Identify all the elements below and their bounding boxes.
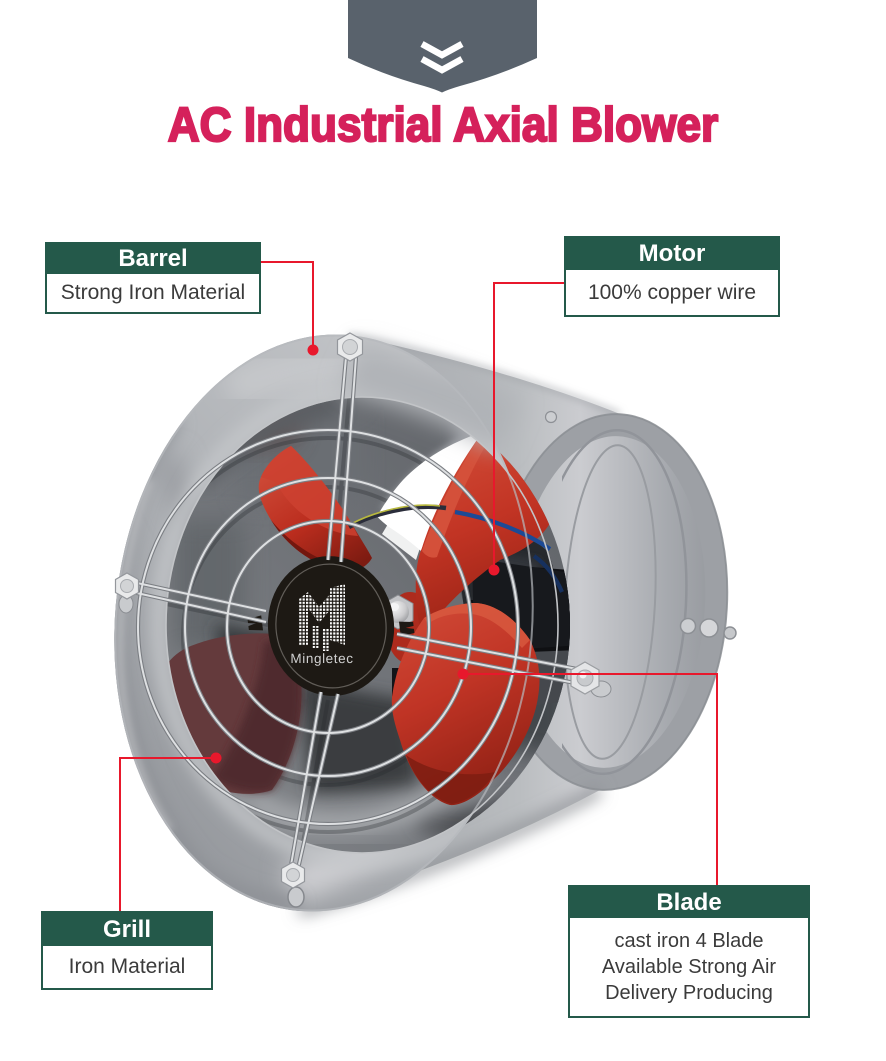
svg-text:Mingletec: Mingletec [290,651,353,666]
